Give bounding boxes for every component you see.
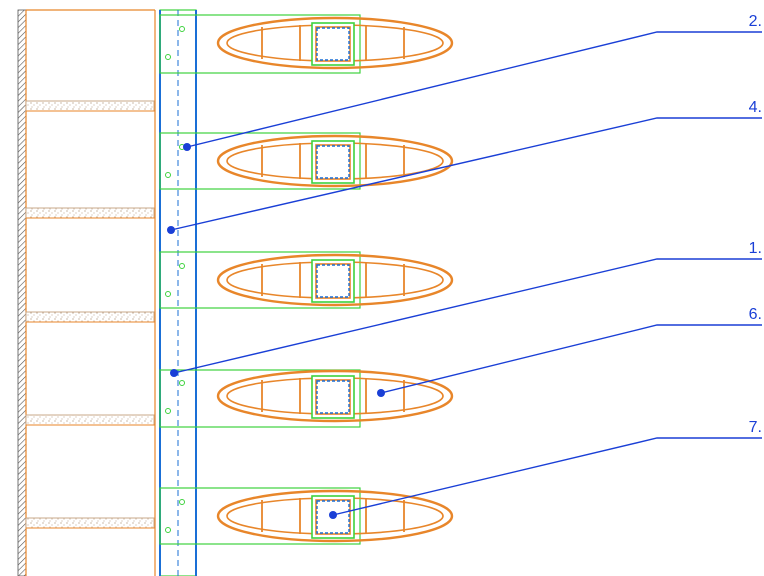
- callout-label: 2.: [749, 13, 762, 30]
- callout: 1.: [170, 240, 762, 377]
- floor-slab: [25, 517, 155, 529]
- callout-label: 4.: [749, 99, 762, 116]
- floor-slab: [25, 100, 155, 112]
- louvre-assembly: [159, 251, 454, 309]
- louvre-assembly: [159, 369, 454, 428]
- callout-dot: [183, 143, 191, 151]
- callout: 7.: [329, 419, 762, 519]
- callout: 6.: [377, 306, 762, 397]
- callout: 4.: [167, 99, 762, 234]
- floor-slab: [25, 414, 155, 426]
- floor-slab: [25, 207, 155, 219]
- callout-label: 7.: [749, 419, 762, 436]
- callout-dot: [167, 226, 175, 234]
- callout: 2.: [183, 13, 762, 151]
- floor-slab: [25, 311, 155, 323]
- louvre-assembly: [159, 14, 454, 74]
- callout-dot: [377, 389, 385, 397]
- callout-label: 1.: [749, 240, 762, 257]
- callout-dot: [170, 369, 178, 377]
- louvre-assembly: [159, 487, 454, 545]
- callout-label: 6.: [749, 306, 762, 323]
- callout-dot: [329, 511, 337, 519]
- wall-section: [17, 9, 156, 576]
- floor-slabs: [25, 100, 155, 529]
- louvre-assembly: [159, 132, 454, 190]
